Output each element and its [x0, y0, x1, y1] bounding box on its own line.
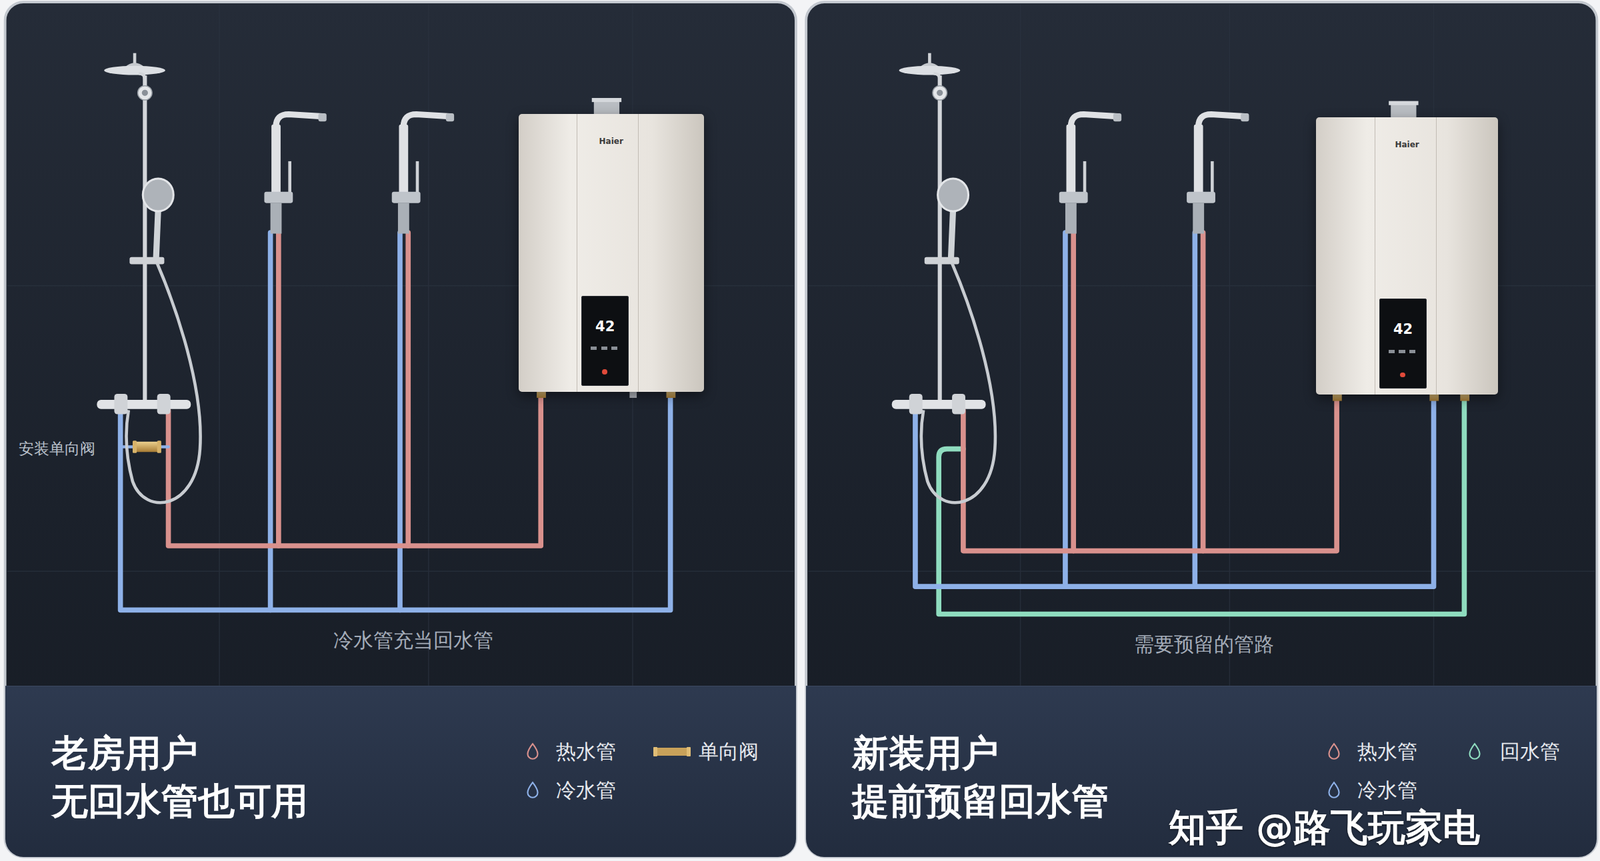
pipes-right: [1062, 232, 1068, 587]
legend-text: 单向阀: [698, 738, 759, 766]
valve-swatch: [653, 746, 691, 758]
heater-flue: [592, 98, 622, 102]
legend-text: 热水管: [556, 738, 616, 766]
valve-cap: [653, 747, 658, 757]
panel-left: [5, 2, 796, 858]
legend-text: 回水管: [1500, 738, 1560, 766]
display-panel: [1379, 298, 1426, 389]
pipes-left: [168, 396, 542, 546]
panel-right: [1020, 4, 1022, 686]
panel-right: [806, 2, 1597, 858]
panel-right: [808, 570, 1595, 572]
legend-swatch: [525, 781, 540, 800]
pipes-right: [963, 396, 1337, 552]
display-panel: [581, 296, 628, 386]
brand-logo: Haier: [1316, 140, 1498, 150]
caption-band: 老房用户 无回水管也可用: [5, 686, 796, 858]
check-valve: [132, 440, 162, 453]
display-icon: [601, 346, 608, 350]
legend-text: 冷水管: [1357, 777, 1418, 805]
display-icon: [1409, 350, 1416, 354]
legend-swatch: [1467, 742, 1482, 762]
casing-seam: [1436, 117, 1437, 395]
water-heater: Haier 42: [518, 114, 704, 392]
pipes-left: [276, 232, 282, 546]
check-valve: [157, 440, 162, 453]
temperature-readout: 42: [581, 318, 628, 335]
panel-right: [806, 2, 1597, 858]
drop-swatch: [1328, 744, 1339, 760]
display-icon: [1388, 350, 1395, 354]
panel-left: [5, 2, 796, 858]
drop-swatch: [1328, 782, 1339, 798]
casing-seam: [1374, 117, 1376, 395]
display-icon: [611, 346, 618, 350]
power-light: [1400, 372, 1406, 378]
panel-right: [1229, 4, 1231, 686]
drop-swatch: [528, 744, 538, 760]
pipes-right: [915, 396, 1434, 587]
legend-swatch: [1326, 781, 1342, 800]
pipes-left: [405, 232, 411, 546]
pipes-right: [1192, 232, 1198, 587]
legend-swatch: [1326, 742, 1342, 762]
valve-cap: [686, 747, 691, 757]
legend-swatch: [525, 742, 540, 762]
display-icon: [1398, 350, 1405, 354]
heater-flue: [1388, 101, 1418, 106]
pipes-right: [1200, 232, 1206, 552]
pipes-left: [268, 232, 274, 610]
legend-text: 冷水管: [556, 777, 616, 805]
temperature-readout: 42: [1379, 321, 1426, 338]
brand-logo: Haier: [518, 136, 704, 146]
callout-label: 安装单向阀: [18, 438, 96, 460]
heater-flue: [592, 98, 1419, 120]
valve-body: [656, 748, 688, 756]
check-valve: [134, 442, 160, 452]
panel-left: [428, 4, 430, 686]
power-light: [602, 369, 608, 375]
drop-swatch: [1469, 744, 1480, 760]
pipe-note: 需要预留的管路: [1134, 631, 1274, 659]
display-icon: [590, 346, 597, 350]
pipes-left: [120, 396, 671, 610]
water-heater: Haier 42: [1316, 117, 1498, 395]
pipe-note: 冷水管充当回水管: [333, 627, 494, 655]
casing-seam: [638, 114, 639, 392]
panel-title: 新装用户 提前预留回水管: [852, 729, 1124, 826]
panel-title: 老房用户 无回水管也可用: [51, 729, 323, 826]
fixtures-right: [892, 53, 1250, 504]
check-valve: [132, 440, 137, 453]
panel-left: [218, 4, 220, 686]
pipes-right: [1070, 232, 1076, 552]
casing-seam: [576, 114, 578, 392]
panel-right: [808, 4, 1595, 686]
legend-text: 热水管: [1357, 738, 1418, 766]
pipes-left: [397, 232, 403, 610]
watermark: 知乎 @路飞玩家电: [1168, 803, 1481, 854]
fixtures-left: [96, 53, 454, 504]
drop-swatch: [528, 782, 538, 798]
panel-left: [7, 4, 794, 686]
